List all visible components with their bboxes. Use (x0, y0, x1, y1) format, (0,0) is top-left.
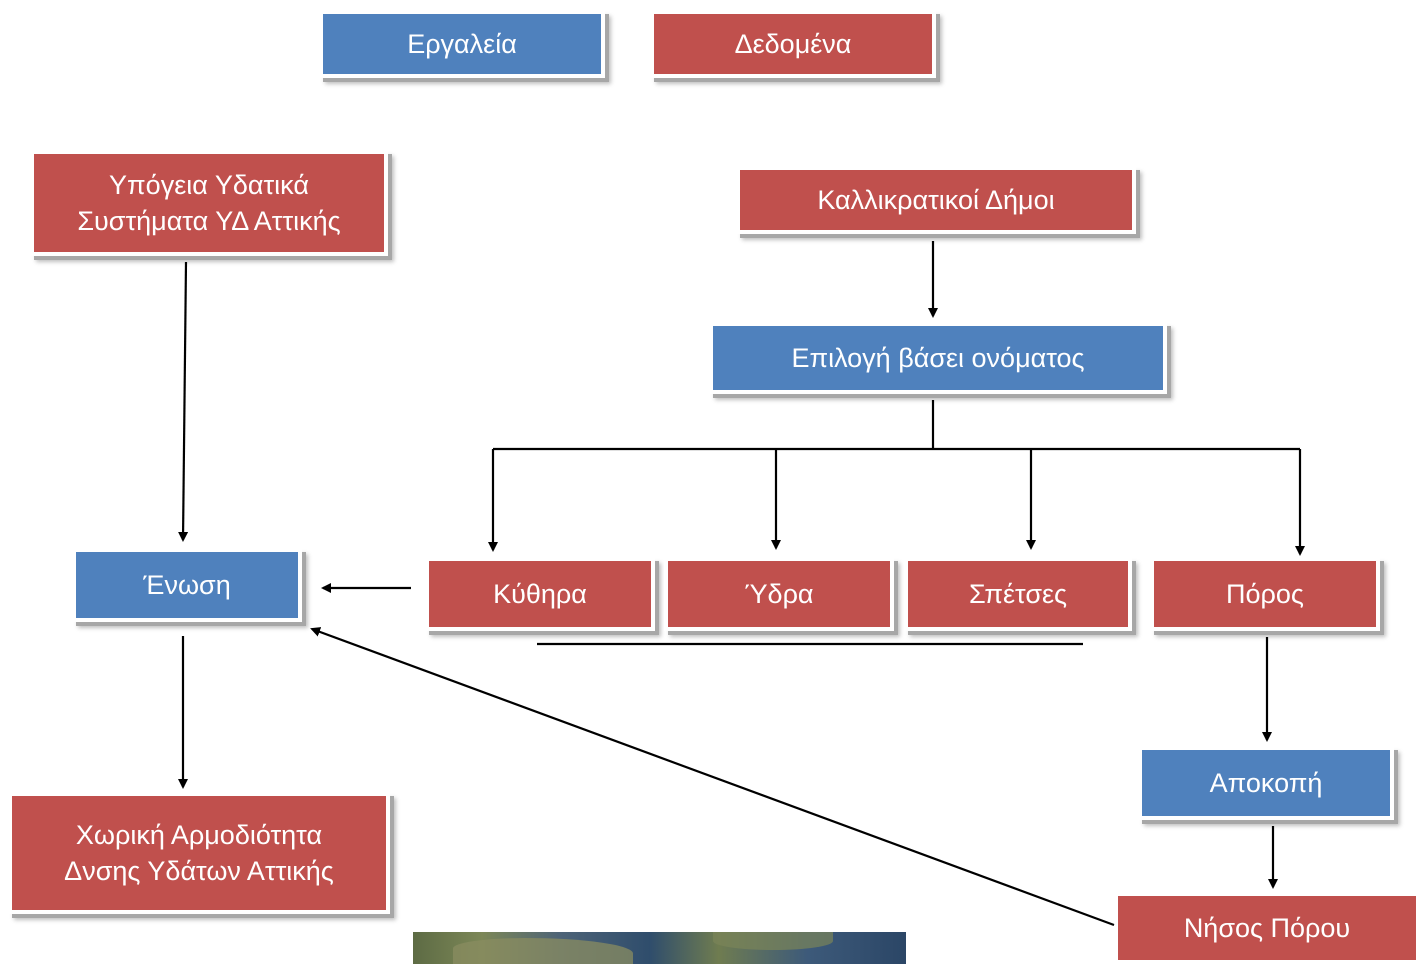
node-municipalities: Καλλικρατικοί Δήμοι (736, 166, 1136, 234)
node-poros: Πόρος (1150, 557, 1380, 631)
arrow-poros-island-to-union (310, 627, 1115, 927)
node-spetses: Σπέτσες (904, 557, 1132, 631)
node-kythira: Κύθηρα (425, 557, 655, 631)
node-poros-island: Νήσος Πόρου (1114, 892, 1418, 964)
node-union: Ένωση (72, 548, 302, 622)
node-select-by-name: Επιλογή βάσει ονόματος (709, 322, 1167, 394)
legend-tools-box: Εργαλεία (319, 10, 605, 78)
arrow-groundwater-to-union (178, 261, 189, 542)
node-result-jurisdiction: Χωρική Αρμοδιότητα Δνσης Υδάτων Αττικής (8, 792, 390, 914)
legend-data-box: Δεδομένα (650, 10, 936, 78)
node-clip: Αποκοπή (1138, 746, 1394, 820)
map-thumbnail (413, 932, 906, 964)
node-groundwater-systems: Υπόγεια Υδατικά Συστήματα ΥΔ Αττικής (30, 150, 388, 256)
node-hydra: Ύδρα (664, 557, 894, 631)
